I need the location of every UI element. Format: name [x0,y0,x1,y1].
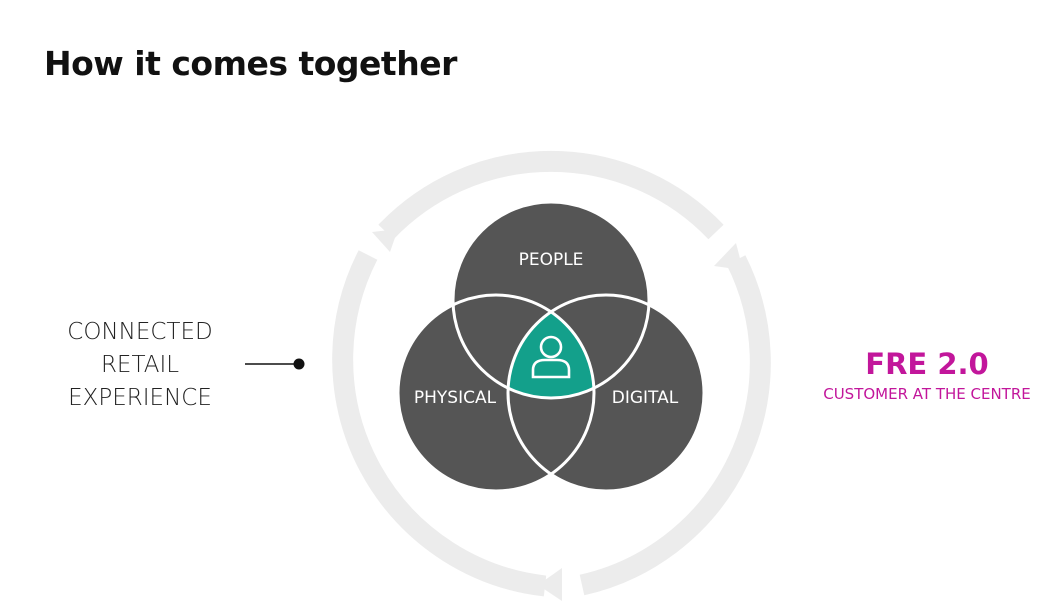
ring-arrow-bottom-icon [538,568,562,601]
label-people: PEOPLE [519,250,584,270]
left-label-line-3: EXPERIENCE [68,385,212,411]
label-physical: PHYSICAL [414,388,497,408]
connected-retail-label: CONNECTED RETAIL EXPERIENCE [40,316,240,415]
person-icon [531,335,571,379]
left-label-line-2: RETAIL [100,352,180,378]
fre-subtitle: CUSTOMER AT THE CENTRE [823,385,1031,403]
fre-block: FRE 2.0 CUSTOMER AT THE CENTRE [795,346,1059,406]
venn-center-region [508,295,594,398]
connector-dot [293,358,305,370]
venn-outline-digital [506,293,706,493]
ring-arrow-right-icon [714,243,743,270]
ring-arrow-left-icon [372,229,398,252]
page-title: How it comes together [44,44,457,83]
label-digital: DIGITAL [612,388,679,408]
venn-outline-people [451,200,651,400]
fre-title: FRE 2.0 [865,347,989,381]
cycle-ring [332,150,771,601]
left-label-line-1: CONNECTED [67,319,213,345]
venn-outline-physical [396,293,596,493]
